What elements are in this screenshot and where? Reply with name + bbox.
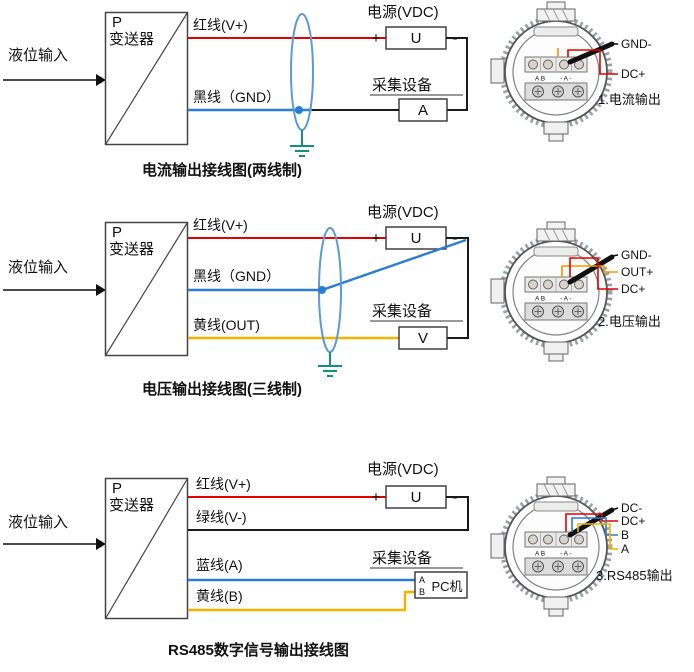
d1-transmitter-label: 变送器 <box>109 31 154 48</box>
d2-collector-label: 采集设备 <box>372 303 432 320</box>
d1-wire-black-label: 黑线（GND） <box>193 89 280 105</box>
d2-wire-black-label: 黑线（GND） <box>193 268 280 284</box>
d2-meter-letter: V <box>418 330 428 347</box>
diagram-current-output: 液位输入 P 变送器 红线(V+) 电源(VDC) U + - 采集设备 A 黑… <box>3 2 661 179</box>
d2-meter-box <box>398 326 448 350</box>
d3-head-tick-dcplus <box>565 513 618 532</box>
d2-shield-junction-dot <box>318 286 326 294</box>
d3-pc-terminal-a: A <box>419 575 425 585</box>
d1-output-label: 1.电流输出 <box>598 92 661 107</box>
d1-return-wire <box>446 37 468 111</box>
diagram-voltage-output: 液位输入 P 变送器 红线(V+) 电源(VDC) U + - 黑线（GND） … <box>3 204 661 398</box>
d2-head-tick-dc <box>569 257 618 290</box>
d3-terminal-dcminus: DC- <box>621 501 642 515</box>
d2-caption: 电压输出接线图(三线制) <box>142 380 302 398</box>
d2-wire-red-label: 红线(V+) <box>193 217 248 233</box>
d3-power-label: 电源(VDC) <box>367 461 439 478</box>
d3-wire-green <box>188 496 469 531</box>
d2-ground-symbol <box>318 365 342 377</box>
d1-transmitter-p: P <box>112 14 122 31</box>
d2-terminal-out: OUT+ <box>621 265 653 279</box>
d3-transmitter-label: 变送器 <box>109 497 154 514</box>
d1-caption: 电流输出接线图(两线制) <box>142 161 302 179</box>
d1-terminal-dc: DC+ <box>621 67 645 81</box>
d2-head-tick-gnd <box>611 254 619 257</box>
d2-wire-yellow-label: 黄线(OUT) <box>193 317 260 333</box>
d3-pc-box <box>414 571 468 599</box>
d3-transmitter-p: P <box>112 480 122 497</box>
d2-return-wire <box>446 237 469 339</box>
d2-head-tick-out <box>561 265 618 277</box>
d1-ground-symbol <box>290 145 314 157</box>
d3-transmitter-diagonal <box>104 478 189 619</box>
d3-terminal-b: B <box>621 528 629 542</box>
d1-power-u: U <box>411 30 422 47</box>
d2-output-label: 2.电压输出 <box>598 314 661 329</box>
d1-wire-red-label: 红线(V+) <box>193 17 248 33</box>
d3-wire-yellow <box>188 590 415 612</box>
d3-caption: RS485数字信号输出接线图 <box>168 641 349 659</box>
d3-head-tick-dcminus <box>611 507 619 511</box>
d3-pc-terminal-b: B <box>419 587 425 597</box>
d3-transmitter-head <box>491 477 610 616</box>
d3-head-cable <box>567 507 615 538</box>
d1-collector-label: 采集设备 <box>372 77 432 94</box>
d3-input-label: 液位输入 <box>8 514 68 531</box>
d1-head-cable <box>567 41 615 65</box>
d2-transmitter-p: P <box>112 224 122 241</box>
d1-shield-junction-dot <box>295 106 303 114</box>
d3-power-u: U <box>411 489 422 506</box>
d2-power-label: 电源(VDC) <box>367 204 439 221</box>
d1-terminal-gnd: GND- <box>621 37 652 51</box>
d3-output-label: 3.RS485输出 <box>596 568 673 583</box>
d2-transmitter-head <box>491 222 610 361</box>
d3-input-arrowhead <box>96 538 106 550</box>
d2-terminal-gnd: GND- <box>621 248 652 262</box>
d3-head-tick-a <box>577 523 618 550</box>
d3-terminal-dcplus: DC+ <box>621 514 645 528</box>
d2-transmitter-diagonal <box>104 222 189 356</box>
d2-terminal-dc: DC+ <box>621 282 645 296</box>
d3-wire-yellow-label: 黄线(B) <box>196 588 243 604</box>
d1-meter-letter: A <box>418 102 428 119</box>
d2-power-u: U <box>411 230 422 247</box>
d3-wire-blue-label: 蓝线(A) <box>196 557 243 573</box>
d1-plus-sign: + <box>372 30 381 47</box>
diagram-rs485-output: 液位输入 P 变送器 红线(V+) 电源(VDC) U + - 绿线(V-) 蓝… <box>3 461 673 659</box>
d2-input-arrowhead <box>96 284 106 296</box>
d1-input-label: 液位输入 <box>8 47 68 64</box>
d3-collector-label: 采集设备 <box>372 550 432 567</box>
d2-transmitter-label: 变送器 <box>109 241 154 258</box>
d1-transmitter-diagonal <box>104 12 189 145</box>
d3-plus-sign: + <box>372 489 381 506</box>
d1-input-arrowhead <box>96 74 106 86</box>
d2-input-label: 液位输入 <box>8 259 68 276</box>
d3-pc-label: PC机 <box>431 579 462 594</box>
d1-head-tick-dc <box>567 49 618 75</box>
d3-terminal-a: A <box>621 542 629 556</box>
d2-head-cable <box>567 254 615 285</box>
d3-wire-red-label: 红线(V+) <box>196 476 251 492</box>
d1-power-label: 电源(VDC) <box>367 4 439 21</box>
d2-plus-sign: + <box>372 230 381 247</box>
d3-wire-green-label: 绿线(V-) <box>196 509 247 525</box>
d1-transmitter-head <box>491 2 610 141</box>
